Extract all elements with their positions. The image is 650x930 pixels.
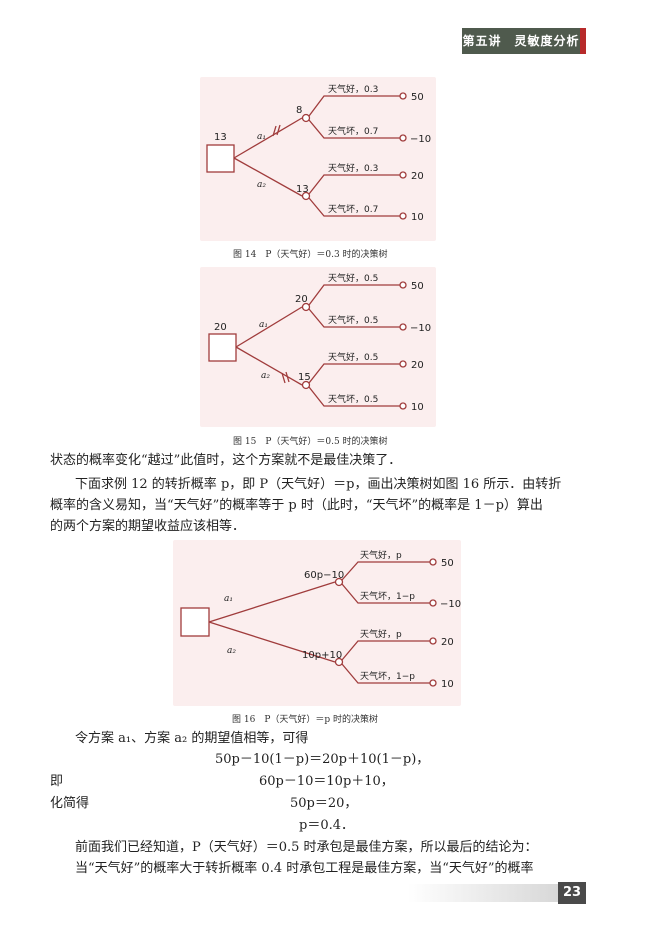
action-a2: a₂: [261, 371, 270, 381]
chapter-header: 第五讲 灵敏度分析: [462, 28, 580, 54]
node1-value: 60p−10: [304, 570, 344, 581]
payoff: −10: [410, 134, 431, 145]
payoff: 20: [441, 637, 454, 648]
paragraph-5: 当“天气好”的概率大于转折概率 0.4 时承包工程是最佳方案，当“天气好”的概率: [75, 861, 534, 876]
figure-16-caption: 图 16 P（天气好）＝p 时的决策树: [232, 715, 378, 725]
branch-label: 天气好，0.3: [328, 162, 378, 174]
node1-value: 20: [295, 294, 308, 305]
payoff: 10: [441, 679, 454, 690]
header-accent-bar: [580, 28, 586, 54]
page-number: 23: [558, 882, 586, 904]
word-simplify: 化简得: [50, 796, 90, 811]
payoff: 10: [411, 212, 424, 223]
branch-label: 天气坏，1−p: [360, 590, 415, 602]
node2-value: 10p+10: [302, 650, 342, 661]
action-a1: a₁: [224, 594, 233, 604]
branch-label: 天气坏，0.5: [328, 314, 378, 326]
payoff: −10: [440, 599, 461, 610]
branch-label: 天气好，0.5: [328, 351, 378, 363]
decision-node: [206, 144, 235, 173]
branch-label: 天气好，p: [360, 549, 402, 561]
root-value: 13: [214, 132, 227, 143]
branch-label: 天气坏，0.5: [328, 393, 378, 405]
footer-decoration: [408, 884, 558, 902]
paragraph-2-line-2: 概率的含义易知，当“天气好”的概率等于 p 时（此时，“天气坏”的概率是 1－p…: [50, 498, 543, 513]
paragraph-2-line-3: 的两个方案的期望收益应该相等．: [50, 519, 246, 534]
payoff: 20: [411, 171, 424, 182]
payoff: 50: [441, 558, 454, 569]
branch-label: 天气坏，0.7: [328, 203, 378, 215]
payoff: −10: [410, 323, 431, 334]
node2-value: 15: [298, 372, 311, 383]
payoff: 20: [411, 360, 424, 371]
action-a1: a₁: [257, 132, 266, 142]
equation-1: 50p－10(1－p)＝20p＋10(1－p)，: [215, 752, 430, 767]
word-ji: 即: [50, 774, 64, 789]
branch-label: 天气好，p: [360, 628, 402, 640]
node1-value: 8: [296, 105, 302, 116]
paragraph-1: 状态的概率变化“越过”此值时，这个方案就不是最佳决策了．: [50, 453, 402, 468]
payoff: 50: [411, 281, 424, 292]
chance-node-2: [301, 191, 311, 201]
branch-label: 天气好，0.3: [328, 83, 378, 95]
equation-2: 60p－10＝10p＋10，: [259, 774, 394, 789]
action-a2: a₂: [257, 180, 266, 190]
action-a1: a₁: [259, 320, 268, 330]
paragraph-4: 前面我们已经知道，P（天气好）＝0.5 时承包是最佳方案，所以最后的结论为：: [75, 840, 538, 855]
equation-4: p＝0.4．: [299, 818, 354, 833]
node2-value: 13: [296, 184, 309, 195]
figure-16-box: [173, 540, 461, 706]
payoff: 10: [411, 402, 424, 413]
payoff: 50: [411, 92, 424, 103]
figure-14-caption: 图 14 P（天气好）＝0.3 时的决策树: [233, 250, 388, 260]
paragraph-2-line-1: 下面求例 12 的转折概率 p，即 P（天气好）＝p，画出决策树如图 16 所示…: [75, 477, 562, 492]
paragraph-3: 令方案 a₁、方案 a₂ 的期望值相等，可得: [75, 731, 309, 746]
action-a2: a₂: [227, 646, 236, 656]
branch-label: 天气好，0.5: [328, 272, 378, 284]
equation-3: 50p＝20，: [290, 796, 358, 811]
root-value: 20: [214, 322, 227, 333]
branch-label: 天气坏，0.7: [328, 125, 378, 137]
chance-node-1: [301, 113, 311, 123]
figure-15-caption: 图 15 P（天气好）＝0.5 时的决策树: [233, 437, 388, 447]
branch-label: 天气坏，1−p: [360, 670, 415, 682]
